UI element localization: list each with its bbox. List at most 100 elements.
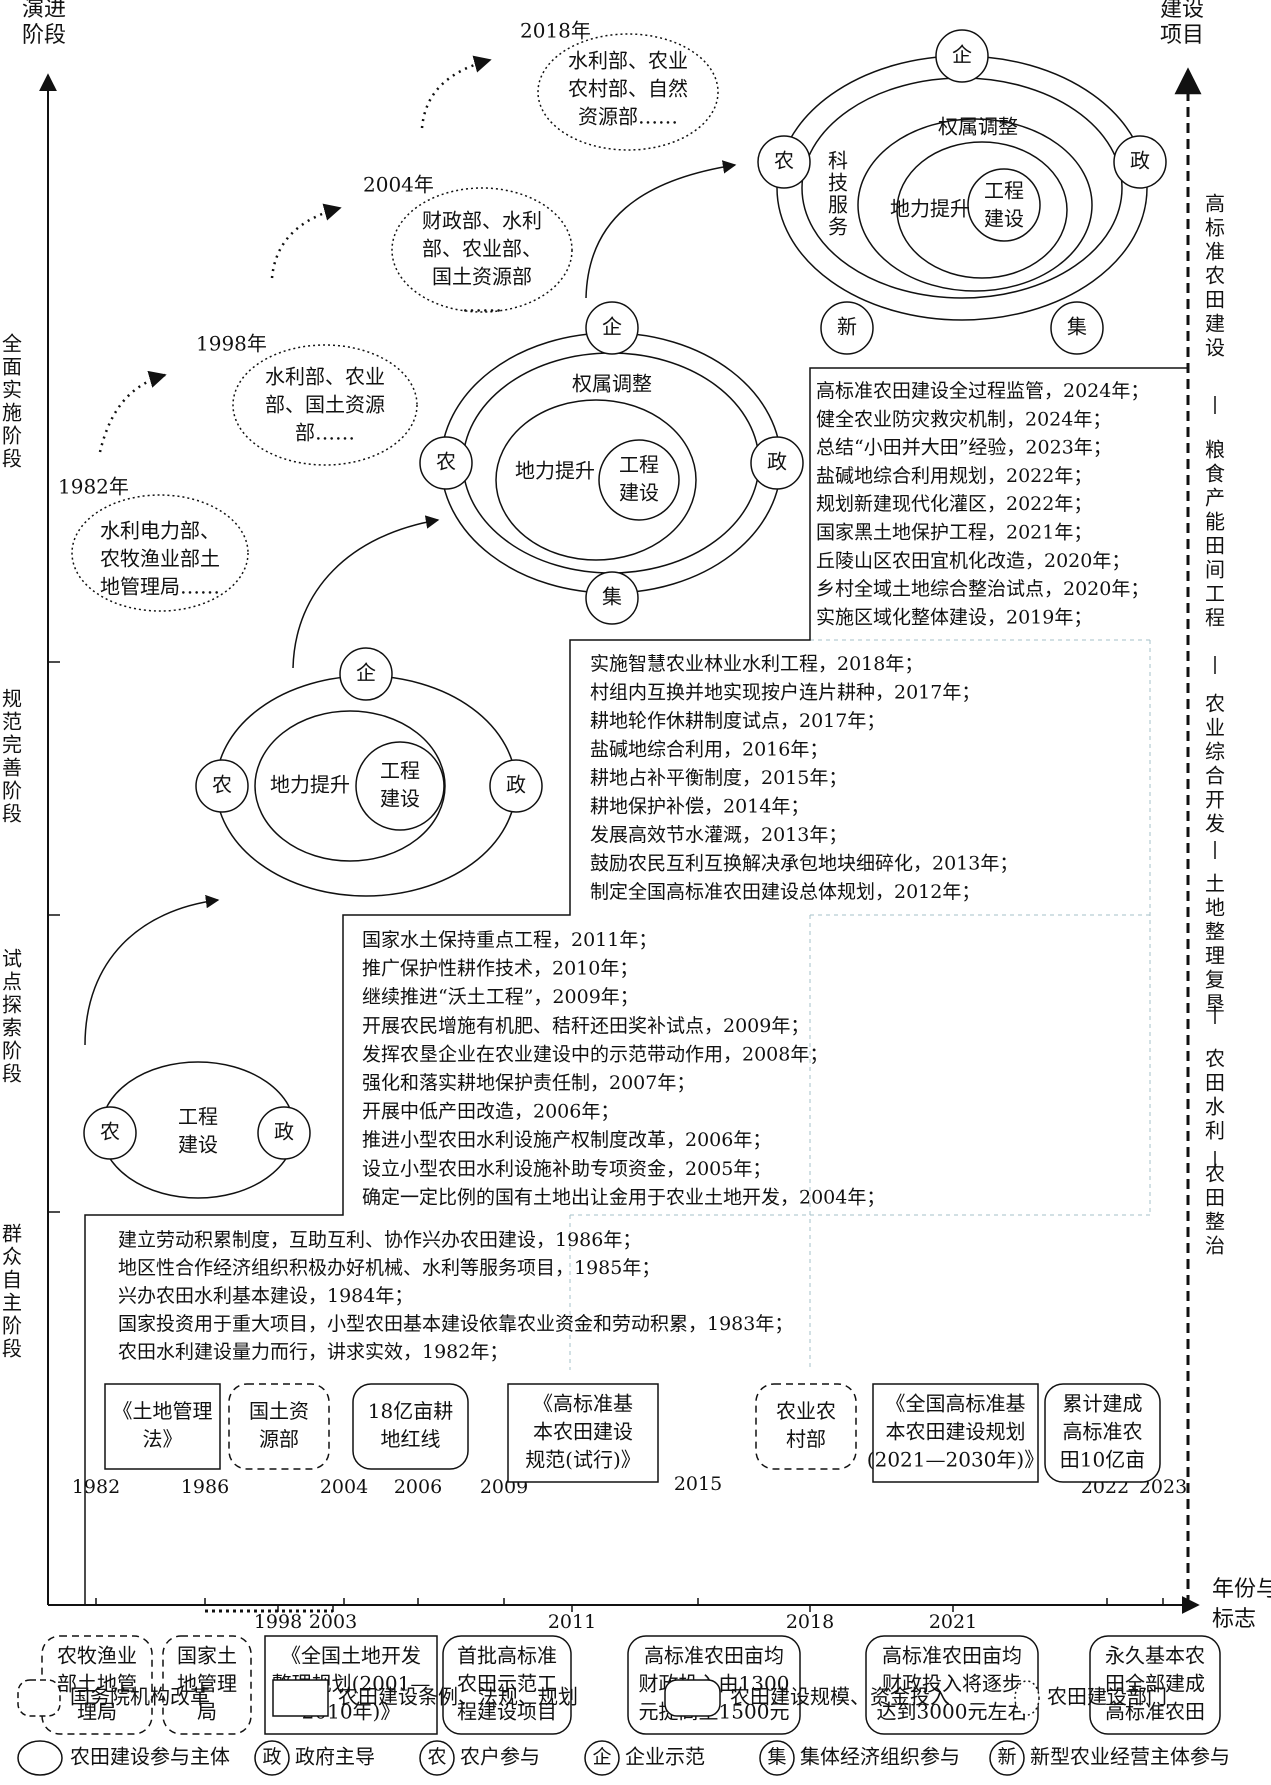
department-text: 地管理局…… <box>100 575 220 599</box>
policy-lists: 建立劳动积累制度，互助互利、协作兴办农田建设，1986年；地区性合作经济组织积极… <box>118 380 1149 1363</box>
milestone-box <box>1089 1635 1221 1735</box>
timeline-year-top: 2004 <box>320 1476 368 1498</box>
right-axis-title: 项目 <box>1160 23 1204 48</box>
stage-label: 实 <box>2 378 22 402</box>
stage-label: 施 <box>2 401 22 425</box>
stage-label: 索 <box>2 1016 22 1040</box>
project-label: 复 <box>1205 968 1225 992</box>
stage-label: 自 <box>2 1268 22 1292</box>
department-text: …… <box>462 293 502 317</box>
y-axis-title: 演进 <box>22 0 66 22</box>
legend-glyph: 集 <box>767 1746 786 1768</box>
stage-label: 点 <box>2 970 22 994</box>
milestone-box <box>507 1383 659 1483</box>
legend-label: 农田建设条例、法规、规划 <box>338 1685 578 1709</box>
policy-item: 国家黑土地保护工程，2021年； <box>816 522 1092 544</box>
ownership-label: 权属调整 <box>572 372 652 396</box>
stage-label: 段 <box>2 802 22 826</box>
stage-label: 完 <box>2 733 22 757</box>
project-label: 田 <box>1205 1071 1225 1095</box>
stage-ticks <box>48 661 60 1213</box>
legend-label: 农田建设规模、资金投入 <box>730 1685 950 1709</box>
milestone-text: 农田示范工 <box>457 1672 557 1696</box>
stage-label: 试 <box>2 947 22 971</box>
legend-label: 企业示范 <box>625 1745 705 1769</box>
milestone-text: 地红线 <box>381 1427 441 1451</box>
milestone-text: 高标准农田亩均 <box>644 1644 784 1668</box>
milestone-text: 程建设项目 <box>457 1700 557 1724</box>
milestone-text: 本农田建设 <box>533 1420 633 1444</box>
department-ellipses <box>71 33 719 612</box>
stage-label: 面 <box>2 355 22 379</box>
policy-item: 开展中低产田改造，2006年； <box>362 1101 619 1123</box>
milestone-box <box>162 1635 252 1735</box>
department-text: 国土资源部 <box>432 265 532 289</box>
milestone-box <box>228 1383 330 1470</box>
project-label: 农 <box>1205 692 1225 716</box>
policy-item: 推进小型农田水利设施产权制度改革，2006年； <box>362 1129 771 1151</box>
policy-item: 实施区域化整体建设，2019年； <box>816 606 1092 628</box>
milestone-box <box>104 1383 221 1470</box>
participants-stage1 <box>83 1061 311 1199</box>
timeline-year-bottom: 2003 <box>309 1611 357 1633</box>
legend-item: 农田建设参与主体 <box>17 1740 230 1776</box>
department-year: 1998年 <box>196 332 267 356</box>
policy-item: 乡村全域土地综合整治试点，2020年； <box>816 578 1149 600</box>
legend-swatch <box>17 1679 61 1717</box>
timeline-year-top: 2006 <box>394 1476 442 1498</box>
y-axis-title: 阶段 <box>22 23 66 48</box>
policy-item: 规划新建现代化灌区，2022年； <box>816 493 1092 515</box>
stage-label: 善 <box>2 756 22 780</box>
project-label: 综 <box>1205 740 1225 764</box>
project-label: 食 <box>1205 462 1225 486</box>
timeline-year-bottom: 2021 <box>929 1611 977 1633</box>
timeline-year-bottom: 2018 <box>786 1611 834 1633</box>
project-label: 治 <box>1205 1234 1225 1258</box>
project-label: 高 <box>1205 192 1225 216</box>
collective-label: 集 <box>602 585 622 609</box>
milestone-text: 达到3000元左右 <box>877 1700 1028 1724</box>
policy-item: 健全农业防灾救灾机制，2024年； <box>816 408 1111 430</box>
project-label: 垦 <box>1205 992 1225 1016</box>
department-text: 部、农业部、 <box>422 237 542 261</box>
milestone-text: 法》 <box>143 1427 183 1451</box>
timeline-year-bottom: 2011 <box>548 1611 596 1633</box>
stage-label: 全 <box>2 332 22 356</box>
stage-label: 段 <box>2 447 22 471</box>
stage-label: 阶 <box>2 424 22 448</box>
milestone-text: 村部 <box>786 1427 826 1451</box>
milestone-box <box>872 1383 1039 1483</box>
policy-item: 耕地轮作休耕制度试点，2017年； <box>590 710 885 732</box>
legend-label: 新型农业经营主体参与 <box>1030 1745 1230 1769</box>
project-label: 间 <box>1205 558 1225 582</box>
milestone-text: (2021—2030年)》 <box>867 1448 1044 1472</box>
department-text: 农牧渔业部土 <box>100 547 220 571</box>
right-axis-title: 建设 <box>1160 0 1204 22</box>
participant-labels: 农政工程建设企农政地力提升工程建设企农政集权属调整地力提升工程建设企农政新集权属… <box>100 43 1150 1157</box>
policy-item: 村组内互换并地实现按户连片耕种，2017年； <box>590 682 980 704</box>
stage-label: 探 <box>2 993 22 1017</box>
milestone-text: 高标准农田亩均 <box>882 1644 1022 1668</box>
staircase <box>84 367 1188 1605</box>
fertility-label: 地力提升 <box>270 773 350 797</box>
milestone-text: 《土地管理 <box>113 1399 213 1423</box>
legend-item: 新新型农业经营主体参与 <box>989 1740 1230 1776</box>
legend-label: 政府主导 <box>295 1745 375 1769</box>
farmer-label: 农 <box>212 773 232 797</box>
department-year: 1982年 <box>58 475 129 499</box>
project-label: 整 <box>1205 1210 1225 1234</box>
legend-swatch <box>272 1679 329 1717</box>
policy-item: 农田水利建设量力而行，讲求实效，1982年； <box>118 1341 508 1363</box>
project-label: 能 <box>1205 510 1225 534</box>
enterprise-label: 企 <box>356 661 376 685</box>
milestone-text: 永久基本农 <box>1105 1644 1205 1668</box>
engineering-label: 建设 <box>380 787 420 811</box>
axes <box>39 67 1202 1614</box>
policy-item: 开展农民增施有机肥、秸秆还田奖补试点，2009年； <box>362 1015 809 1037</box>
milestone-text: 田全部建成 <box>1105 1672 1205 1696</box>
policy-item: 制定全国高标准农田建设总体规划，2012年； <box>590 881 980 903</box>
gov-label: 政 <box>1130 149 1150 173</box>
legend-item: 企企业示范 <box>584 1740 705 1776</box>
engineering-label: 建设 <box>178 1133 218 1157</box>
